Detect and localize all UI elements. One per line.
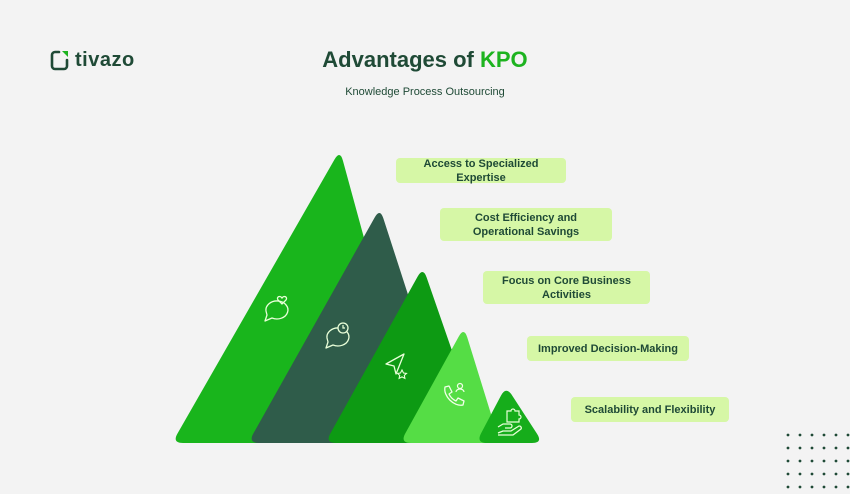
title-accent: KPO <box>480 47 528 72</box>
advantage-label-1: Access to Specialized Expertise <box>396 158 566 184</box>
phone-user-icon <box>444 382 465 406</box>
advantage-label-3: Focus on Core Business Activities <box>483 271 650 304</box>
page-title: Advantages of KPO <box>0 47 850 73</box>
hand-puzzle-icon <box>497 408 522 436</box>
pyramid-layer-5 <box>479 390 540 443</box>
brand-name: tivazo <box>75 48 135 71</box>
advantage-label-2: Cost Efficiency and Operational Savings <box>440 208 612 241</box>
title-main: Advantages of <box>322 47 480 72</box>
advantage-label-4: Improved Decision-Making <box>527 336 689 361</box>
chat-clock-icon <box>325 322 350 349</box>
dot-pattern <box>786 433 850 489</box>
brand-logo: tivazo <box>50 48 135 72</box>
logo-mark-icon <box>50 50 69 71</box>
paper-plane-star-icon <box>385 353 408 380</box>
page-subtitle: Knowledge Process Outsourcing <box>345 86 505 98</box>
advantage-label-5: Scalability and Flexibility <box>571 397 729 422</box>
pyramid-layer-4 <box>403 332 498 443</box>
chat-heart-icon <box>264 295 289 322</box>
